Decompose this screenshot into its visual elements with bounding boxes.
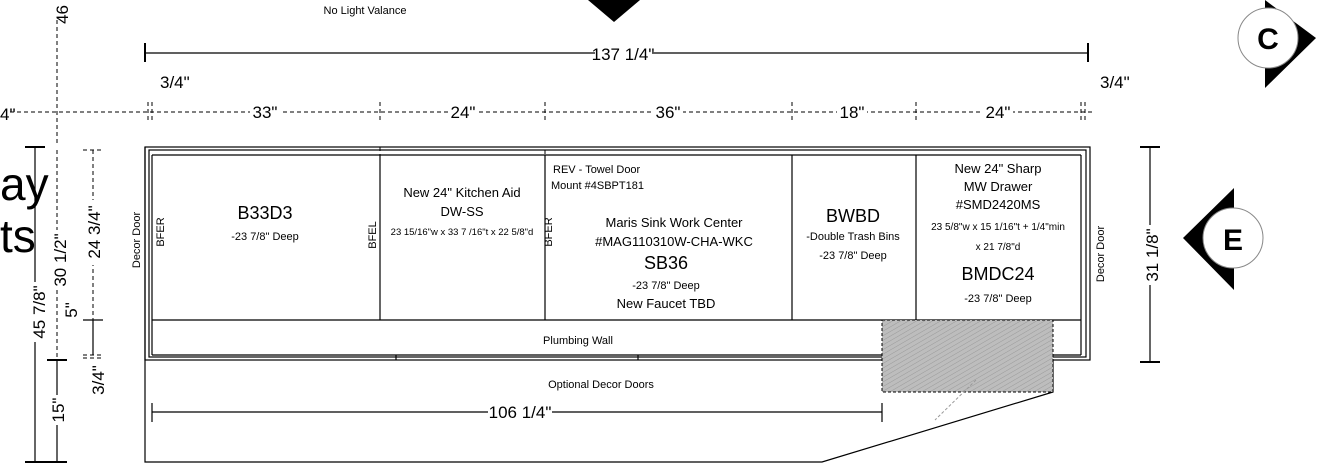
partial-text-1: ay xyxy=(0,158,49,210)
cut-dimension-46: 46 xyxy=(53,5,72,24)
cabinet-depth: -23 7/8" Deep xyxy=(819,250,887,262)
cabinet-code: SB36 xyxy=(644,253,688,273)
filler-label: BFEL xyxy=(367,221,379,249)
island-depth-dimension: 31 1/8" xyxy=(1140,146,1162,363)
cabinet-code: BMDC24 xyxy=(961,264,1034,284)
decor-run-dimension: 106 1/4" xyxy=(151,403,883,422)
faucet-note: New Faucet TBD xyxy=(617,296,716,311)
section-dimensions: 33" 24" 36" 18" 24" 3/4" 3/4" xyxy=(10,73,1130,122)
appliance-depth: x 21 7/8"d xyxy=(976,242,1021,253)
right-filler-dim: 3/4" xyxy=(1100,73,1130,92)
mount-note: Mount #4SBPT181 xyxy=(551,180,644,192)
filler-label: BFER xyxy=(543,217,555,246)
hatched-area xyxy=(881,319,1054,393)
valance-note: No Light Valance xyxy=(324,5,407,17)
cabinet-desc: -Double Trash Bins xyxy=(806,231,900,243)
dim-24-dw: 24" xyxy=(451,103,476,122)
dim-left-partial: 4" xyxy=(0,105,16,124)
cabinet-run-outline xyxy=(144,146,1091,361)
vertical-dimensions: 45 7/8" 30 1/2" 15" 24 3/4" 5" 3/4" xyxy=(25,146,108,463)
appliance-model: #SMD2420MS xyxy=(956,197,1041,212)
optional-decor-label: Optional Decor Doors xyxy=(548,379,654,391)
partial-text-2: ts xyxy=(0,210,36,262)
sink-title: Maris Sink Work Center xyxy=(605,215,743,230)
decor-door-right: Decor Door xyxy=(1095,226,1107,283)
svg-text:31 1/8": 31 1/8" xyxy=(1143,228,1162,281)
dim-18: 18" xyxy=(840,103,865,122)
filler-label: BFER xyxy=(155,217,167,246)
svg-text:C: C xyxy=(1257,23,1279,56)
overall-width-dimension: 137 1/4" xyxy=(144,43,1089,64)
cabinet-depth: -23 7/8" Deep xyxy=(231,231,299,243)
dim-toe-gap: 3/4" xyxy=(89,365,108,395)
decor-door-left: Decor Door xyxy=(131,212,143,269)
cabinet-code: BWBD xyxy=(826,206,880,226)
section-marker-top xyxy=(588,0,640,22)
cabinet-bmdc24[interactable]: New 24" Sharp MW Drawer #SMD2420MS 23 5/… xyxy=(931,161,1065,305)
cabinet-code: B33D3 xyxy=(237,203,292,223)
appliance-type: MW Drawer xyxy=(964,179,1033,194)
cabinet-depth: -23 7/8" Deep xyxy=(964,293,1032,305)
sink-model: #MAG110310W-CHA-WKC xyxy=(595,234,753,249)
svg-text:E: E xyxy=(1223,224,1243,257)
dim-counter-height: 30 1/2" xyxy=(51,233,70,286)
cabinet-bwbd[interactable]: BWBD -Double Trash Bins -23 7/8" Deep xyxy=(806,206,900,262)
appliance-title: New 24" Kitchen Aid xyxy=(403,185,520,200)
island-outline xyxy=(144,147,1054,463)
dim-toe-kick: 5" xyxy=(62,302,81,318)
cabinet-sb36[interactable]: BFER REV - Towel Door Mount #4SBPT181 Ma… xyxy=(543,164,753,311)
svg-text:106 1/4": 106 1/4" xyxy=(489,403,552,422)
dim-36: 36" xyxy=(656,103,681,122)
appliance-size: 23 5/8"w x 15 1/16"t + 1/4"min xyxy=(931,222,1065,233)
dishwasher-kitchen-aid[interactable]: BFEL New 24" Kitchen Aid DW-SS 23 15/16"… xyxy=(367,185,533,249)
dim-24-mw: 24" xyxy=(986,103,1011,122)
left-filler-dim: 3/4" xyxy=(160,73,190,92)
appliance-model: DW-SS xyxy=(440,204,483,219)
section-marker-e[interactable]: E xyxy=(1183,188,1264,290)
dim-cabinet-height: 24 3/4" xyxy=(85,205,104,258)
plumbing-wall-label: Plumbing Wall xyxy=(543,335,613,347)
dim-overall-height: 45 7/8" xyxy=(30,285,49,338)
appliance-title: New 24" Sharp xyxy=(955,161,1042,176)
dim-base-height: 15" xyxy=(49,398,68,423)
leader-line xyxy=(934,379,977,421)
appliance-size: 23 15/16"w x 33 7 /16"t x 22 5/8"d xyxy=(391,227,534,238)
cabinet-inner-outline xyxy=(148,149,1087,358)
cabinet-b33d3[interactable]: BFER B33D3 -23 7/8" Deep xyxy=(155,203,299,247)
towel-door-note: REV - Towel Door xyxy=(553,164,641,176)
section-marker-c[interactable]: C xyxy=(1237,0,1316,88)
cabinet-depth: -23 7/8" Deep xyxy=(632,280,700,292)
svg-text:137 1/4": 137 1/4" xyxy=(592,45,655,64)
dim-33: 33" xyxy=(253,103,278,122)
